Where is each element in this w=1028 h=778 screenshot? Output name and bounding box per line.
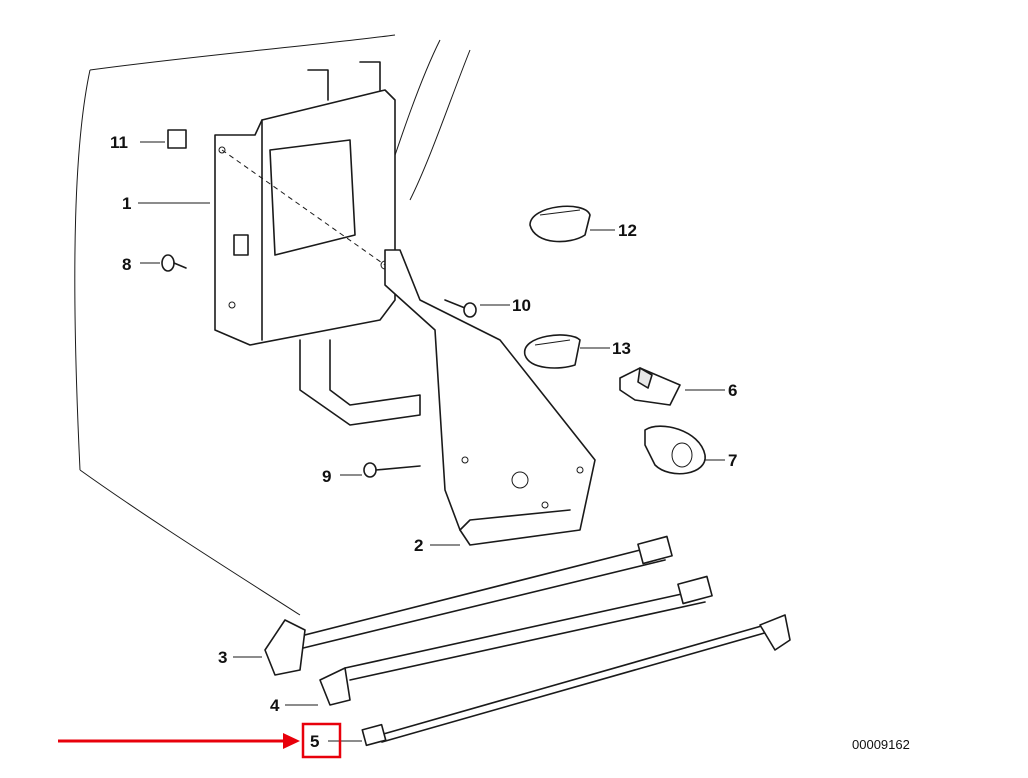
cable-5 — [361, 614, 791, 747]
callout-10: 10 — [512, 296, 531, 315]
callout-8: 8 — [122, 255, 131, 274]
callout-13: 13 — [612, 339, 631, 358]
cable-3 — [264, 535, 673, 676]
arrow-icon — [283, 733, 300, 749]
screw-8 — [161, 254, 187, 272]
callout-9: 9 — [322, 467, 331, 486]
connector-6 — [619, 367, 681, 406]
screw-9 — [363, 462, 421, 478]
callout-4: 4 — [270, 696, 280, 715]
screw-10 — [444, 299, 477, 318]
clip-13 — [524, 334, 581, 369]
callout-7: 7 — [728, 451, 737, 470]
callout-11: 11 — [110, 133, 128, 152]
body-panel — [74, 34, 471, 616]
highlight-callout-5 — [58, 722, 342, 759]
callout-2: 2 — [414, 536, 423, 555]
nut-11 — [167, 129, 187, 149]
callout-5: 5 — [310, 732, 319, 751]
grommet-7 — [644, 425, 706, 475]
mounting-frame — [214, 61, 421, 426]
callout-1: 1 — [122, 194, 131, 213]
callout-3: 3 — [218, 648, 227, 667]
cable-4 — [319, 575, 713, 706]
diagram-number: 00009162 — [852, 737, 910, 752]
leader-lines — [138, 141, 725, 742]
callout-6: 6 — [728, 381, 737, 400]
bracket — [384, 249, 596, 546]
clip-12 — [529, 205, 591, 243]
callout-12: 12 — [618, 221, 637, 240]
